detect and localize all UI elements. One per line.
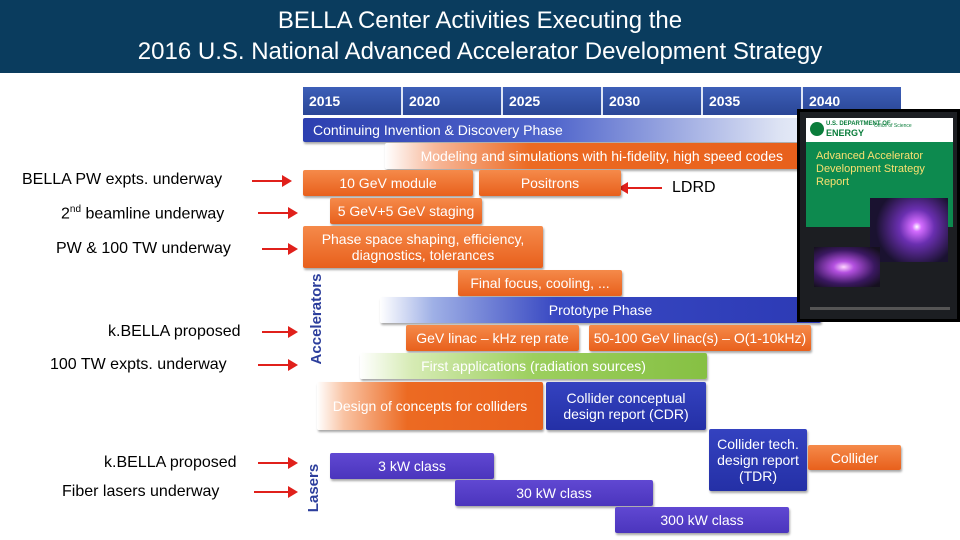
year-2020: 2020	[403, 87, 503, 115]
bar-30kw-class: 30 kW class	[455, 480, 653, 506]
label-ldrd: LDRD	[672, 179, 716, 196]
bar-continuing-invention: Continuing Invention & Discovery Phase	[303, 118, 863, 142]
arrow-kbella-2	[258, 457, 298, 469]
label-pw-100tw: PW & 100 TW underway	[56, 240, 231, 257]
arrow-kbella-1	[262, 326, 298, 338]
timeline-years: 2015 2020 2025 2030 2035 2040	[303, 87, 901, 115]
bar-final-focus: Final focus, cooling, ...	[458, 270, 622, 296]
side-label-lasers: Lasers	[305, 463, 322, 513]
arrow-2nd-beamline	[258, 207, 298, 219]
report-agency-small: U.S. DEPARTMENT OF	[826, 121, 891, 127]
report-header: U.S. DEPARTMENT OF ENERGY Office of Scie…	[806, 118, 953, 142]
label-100tw-expts: 100 TW expts. underway	[50, 356, 227, 373]
bar-50-100-gev-linac: 50-100 GeV linac(s) – O(1-10kHz)	[589, 325, 811, 351]
label-bella-pw-expts: BELLA PW expts. underway	[22, 171, 223, 188]
title-line-1: BELLA Center Activities Executing the	[277, 7, 683, 34]
bar-design-concepts: Design of concepts for colliders	[317, 382, 543, 430]
arrow-bella-pw	[252, 175, 292, 187]
bar-phase-space-shaping: Phase space shaping, efficiency, diagnos…	[303, 226, 543, 268]
arrow-fiber	[254, 486, 298, 498]
report-office: Office of Science	[874, 123, 912, 129]
arrow-100tw	[258, 359, 298, 371]
label-fiber-lasers: Fiber lasers underway	[62, 483, 220, 500]
label-2nd-beamline: 2nd beamline underway	[61, 204, 225, 223]
label-kbella-proposed-2: k.BELLA proposed	[104, 454, 237, 471]
label-kbella-proposed-1: k.BELLA proposed	[108, 323, 241, 340]
year-2015: 2015	[303, 87, 403, 115]
bar-modeling-simulations: Modeling and simulations with hi-fidelit…	[385, 143, 801, 169]
bar-first-applications: First applications (radiation sources)	[360, 353, 707, 379]
bar-positrons: Positrons	[479, 170, 621, 196]
year-2025: 2025	[503, 87, 603, 115]
year-2040: 2040	[809, 93, 841, 109]
report-footer-line	[810, 307, 950, 310]
year-2035: 2035	[703, 87, 803, 115]
bar-collider-cdr: Collider conceptual design report (CDR)	[546, 382, 706, 430]
bar-gev-linac: GeV linac – kHz rep rate	[406, 325, 579, 351]
strategy-report-cover: U.S. DEPARTMENT OF ENERGY Office of Scie…	[797, 109, 960, 322]
bar-300kw-class: 300 kW class	[615, 507, 789, 533]
bar-10-gev-module: 10 GeV module	[303, 170, 473, 196]
arrow-pw-100tw	[262, 243, 298, 255]
report-title: Advanced Accelerator Development Strateg…	[816, 150, 925, 188]
report-plasma-image	[870, 198, 948, 262]
side-label-accelerators: Accelerators	[308, 273, 325, 365]
bar-collider: Collider	[808, 445, 901, 470]
title-bar: BELLA Center Activities Executing the 20…	[0, 0, 960, 73]
arrow-ldrd	[618, 182, 662, 194]
bar-3kw-class: 3 kW class	[330, 453, 494, 479]
bar-5gev-staging: 5 GeV+5 GeV staging	[330, 198, 482, 224]
report-laser-image	[814, 247, 880, 287]
doe-logo-icon	[810, 122, 824, 136]
report-agency: ENERGY	[826, 128, 865, 138]
title-line-2: 2016 U.S. National Advanced Accelerator …	[137, 38, 823, 65]
year-2030: 2030	[603, 87, 703, 115]
bar-prototype-phase: Prototype Phase	[380, 297, 821, 323]
bar-collider-tdr: Collider tech. design report (TDR)	[709, 429, 807, 491]
